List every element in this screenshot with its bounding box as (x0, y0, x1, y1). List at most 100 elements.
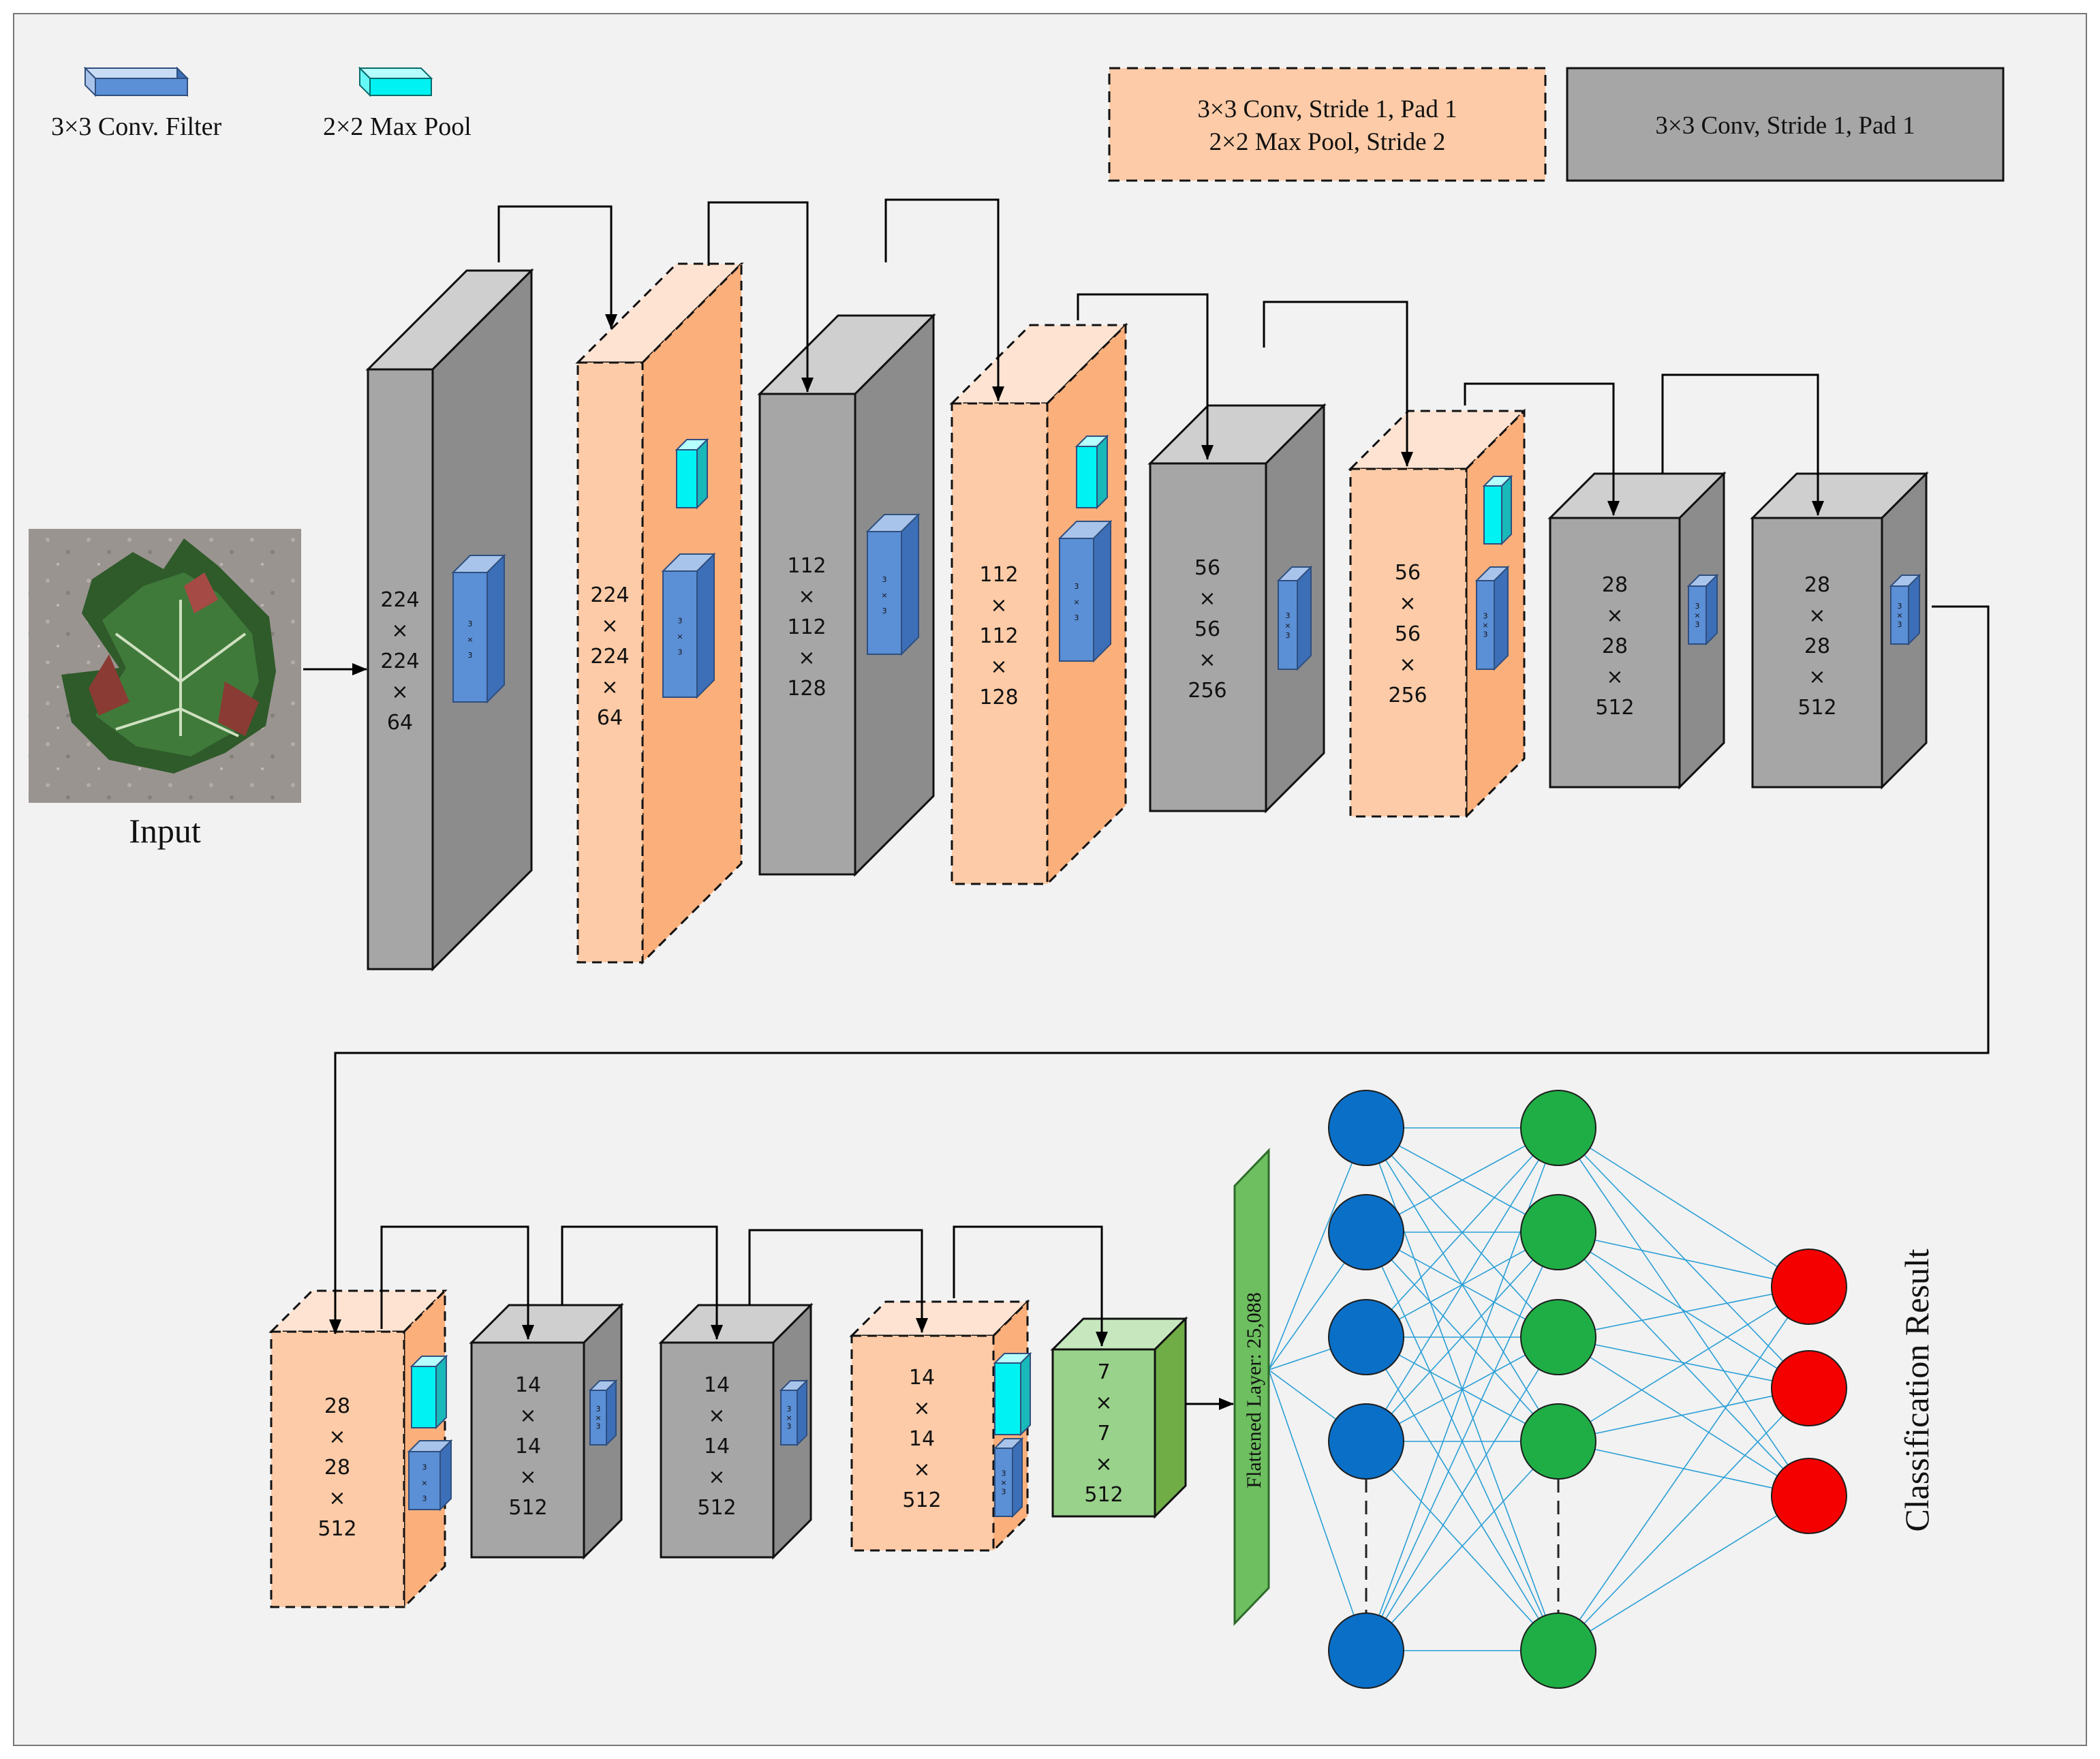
conv-filter-cube: 3×3 (451, 553, 506, 704)
block-dimension-label: 28 (1804, 573, 1830, 597)
conv-filter-cube: 3×3 (779, 1379, 809, 1447)
block-dimension-label: 28 (1804, 634, 1830, 658)
block-dimension-label: 14 (704, 1373, 730, 1397)
filter-size-label: 3 (1483, 612, 1488, 621)
block-front-face (850, 1334, 995, 1552)
conv-filter-cube: 3×3 (865, 513, 921, 656)
network-connection (1365, 1441, 1559, 1651)
filter-size-label: 3 (468, 620, 473, 628)
filter-size-label: 3 (1002, 1488, 1006, 1497)
input-label: Input (129, 812, 201, 850)
block-dimension-label: × (1399, 653, 1416, 677)
filter-size-label: 3 (468, 651, 473, 660)
hidden-layer-1-node (1328, 1403, 1404, 1480)
conv-filter-cube: 3×3 (1474, 565, 1510, 671)
filter-size-label: 3 (422, 1495, 427, 1503)
filter-size-label: 3 (1002, 1469, 1006, 1478)
arrows-layer (303, 198, 1990, 1410)
network-connection (1365, 1127, 1559, 1338)
filter-size-label: × (595, 1413, 601, 1422)
max-pool-cube (993, 1351, 1032, 1437)
block-dimension-label: 512 (318, 1517, 356, 1541)
legend: 3×3 Conv. Filter 2×2 Max Pool 3×3 Conv, … (51, 66, 2005, 182)
hidden-layer-2-node (1520, 1612, 1596, 1689)
block-dimension-label: 112 (979, 624, 1018, 648)
network-connection (1558, 1232, 1810, 1389)
block-dimension-label: × (708, 1404, 725, 1428)
filter-size-label: × (1073, 598, 1079, 607)
block-dimension-label: 256 (1388, 684, 1427, 707)
block-dimension-label: 28 (324, 1456, 350, 1480)
block-front-face (470, 1341, 585, 1559)
max-pool-legend-icon (358, 66, 433, 97)
network-connection (1558, 1495, 1810, 1651)
block-dimension-label: 224 (380, 588, 419, 612)
block-front-face (758, 393, 856, 876)
block-dimension-label: 512 (1084, 1483, 1123, 1507)
filter-size-label: × (421, 1479, 427, 1488)
block-dimension-label: × (391, 680, 408, 704)
block-dimension-label: × (798, 646, 815, 670)
hidden-layer-2-node (1520, 1090, 1596, 1166)
block-dimension-label: 512 (1797, 696, 1836, 720)
output-node (1771, 1350, 1847, 1426)
connector-arrow (707, 201, 814, 393)
block-dimension-label: 224 (590, 583, 629, 607)
max-pool-cube (1482, 474, 1513, 546)
filter-size-label: 3 (1695, 602, 1700, 611)
filter-size-label: × (677, 632, 683, 641)
filter-size-label: × (1694, 611, 1700, 620)
flattened-layer-label: Flattened Layer: 25,088 (1243, 1292, 1265, 1488)
block-front-face (1051, 1348, 1156, 1518)
block-dimension-label: × (519, 1404, 536, 1428)
filter-size-label: × (786, 1413, 792, 1422)
filter-size-label: 3 (1483, 630, 1488, 639)
block-dimension-label: 56 (1395, 561, 1421, 585)
network-connection (1558, 1127, 1810, 1389)
hidden-layer-1-node (1328, 1299, 1404, 1375)
conv-filter-cube: 3×3 (993, 1437, 1024, 1518)
block-dimension-label: × (328, 1486, 345, 1510)
output-block: 7×7×512 (1050, 1316, 1188, 1519)
block-dimension-label: 56 (1194, 617, 1220, 641)
network-connection (1558, 1336, 1810, 1497)
hidden-layer-2-node (1520, 1299, 1596, 1375)
max-pool-cube (675, 438, 709, 510)
conv-filter-legend-icon (83, 66, 189, 97)
max-pool-cube (410, 1354, 448, 1430)
filter-size-label: × (1482, 621, 1488, 630)
conv-pool-legend-line1: 3×3 Conv, Stride 1, Pad 1 (1197, 95, 1457, 123)
max-pool-legend-label: 2×2 Max Pool (323, 112, 472, 141)
nodes-layer (1328, 1090, 1847, 1689)
filter-size-label: 3 (882, 575, 887, 584)
block-dimension-label: 224 (590, 645, 629, 669)
network-connection (1558, 1388, 1810, 1651)
hidden-layer-1-node (1328, 1090, 1404, 1166)
filter-size-label: × (1896, 611, 1902, 620)
block-dimension-label: 128 (979, 686, 1018, 709)
block-dimension-label: × (1199, 587, 1216, 611)
conv-filter-cube: 3×3 (1057, 519, 1113, 663)
block-dimension-label: 512 (902, 1488, 941, 1512)
hidden-layer-1-node (1328, 1612, 1404, 1689)
max-pool-cube (1075, 434, 1109, 510)
block-dimension-label: × (391, 619, 408, 643)
network-connection (1365, 1127, 1559, 1442)
filter-size-label: 3 (1075, 613, 1079, 622)
block-dimension-label: × (601, 614, 618, 638)
block-dimension-label: × (519, 1465, 536, 1489)
filter-size-label: 3 (1898, 602, 1902, 611)
network-connection (1365, 1336, 1559, 1651)
block-front-face (951, 402, 1049, 885)
block-dimension-label: × (1399, 592, 1416, 615)
network-connection (1558, 1127, 1810, 1287)
conv-filter-cube: 3×3 (407, 1439, 453, 1512)
conv-filter-cube: 3×3 (588, 1379, 618, 1447)
